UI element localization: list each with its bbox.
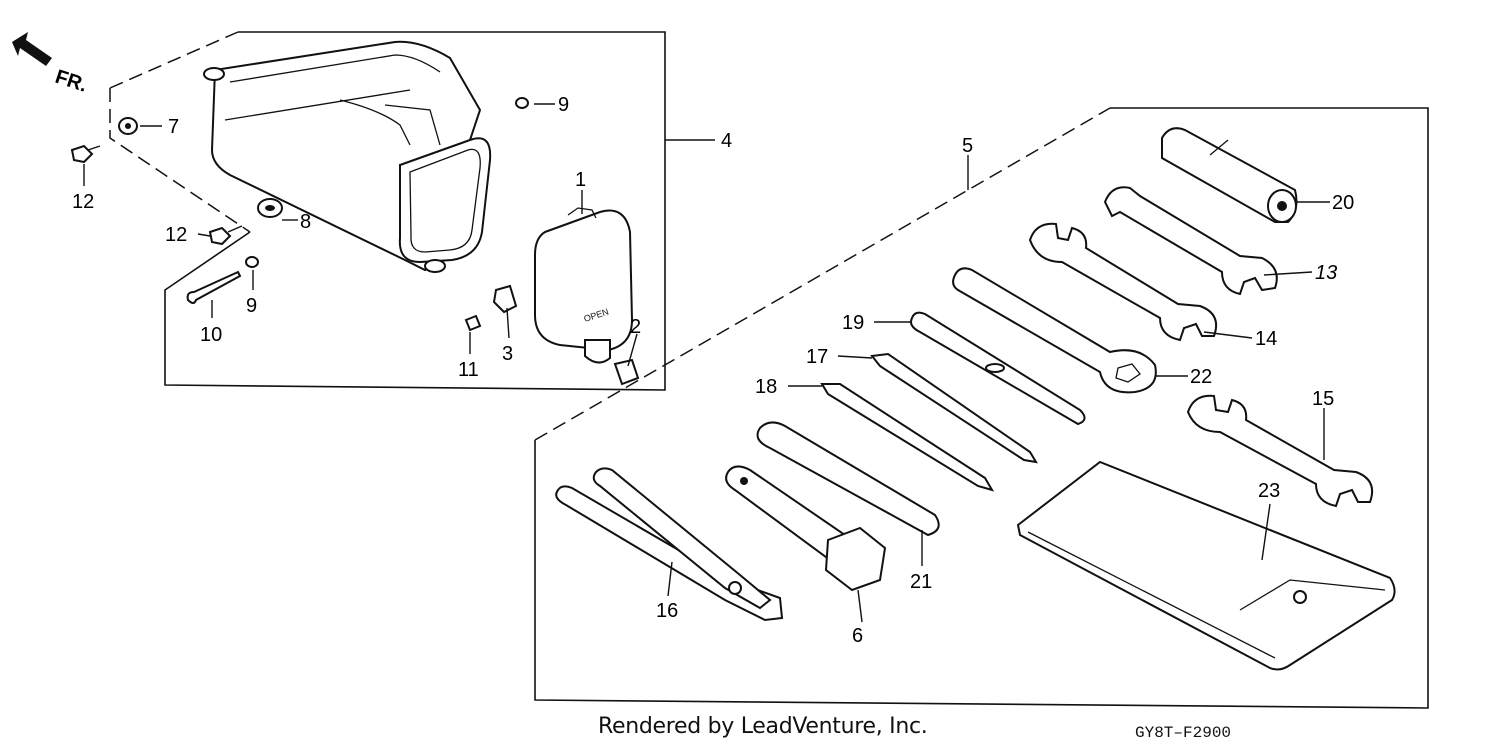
callout-12-mid: 12 [165,224,187,246]
tool-case-frame [109,31,715,391]
callout-12-top: 12 [72,191,94,213]
callout-9-left: 9 [246,295,257,317]
callout-13: 13 [1315,262,1337,284]
callout-11: 11 [458,359,479,381]
callout-22: 22 [1190,366,1212,388]
callout-3: 3 [502,343,513,365]
callout-9-top: 9 [558,94,569,116]
screwdriver-18 [820,383,995,492]
callout-19: 19 [842,312,864,334]
wrench-15 [1186,394,1374,508]
tool-case [203,40,492,273]
hardware [70,97,640,386]
wrench-13 [1103,186,1278,296]
screwdriver-17 [870,352,1038,464]
callout-20: 20 [1332,192,1354,214]
front-label: FR. [52,66,89,97]
callout-17: 17 [806,346,828,368]
leader-lines [83,103,1330,623]
callout-7: 7 [168,116,179,138]
callout-2: 2 [630,316,641,338]
bar-19 [910,311,1086,426]
callout-8: 8 [300,211,311,233]
callout-15: 15 [1312,388,1334,410]
callout-18: 18 [755,376,777,398]
callout-16: 16 [656,600,678,622]
spark-plug-wrench-6 [725,465,887,592]
drawing-code: GY8T–F2900 [1135,724,1232,742]
pliers-16 [555,467,784,622]
callout-4: 4 [721,130,732,152]
wrench-14 [1028,222,1218,342]
callout-21: 21 [910,571,932,593]
callout-6: 6 [852,625,863,647]
callout-1: 1 [575,169,586,191]
tool-case-lid: OPEN [534,207,634,364]
tool-set-frame [534,107,1429,709]
callout-10: 10 [200,324,222,346]
handle-20 [1161,127,1298,223]
tool-bag-23 [1016,460,1396,671]
callout-14: 14 [1255,328,1277,350]
bar-21 [756,421,940,537]
callouts: 1 2 3 4 5 6 7 8 9 9 10 11 12 12 13 14 15… [72,94,1354,647]
callout-5: 5 [962,135,973,157]
front-arrow-icon: FR. [12,32,90,97]
rendered-by-footer: Rendered by LeadVenture, Inc. [598,714,928,739]
wrench-22 [952,267,1157,394]
callout-23: 23 [1258,480,1280,502]
